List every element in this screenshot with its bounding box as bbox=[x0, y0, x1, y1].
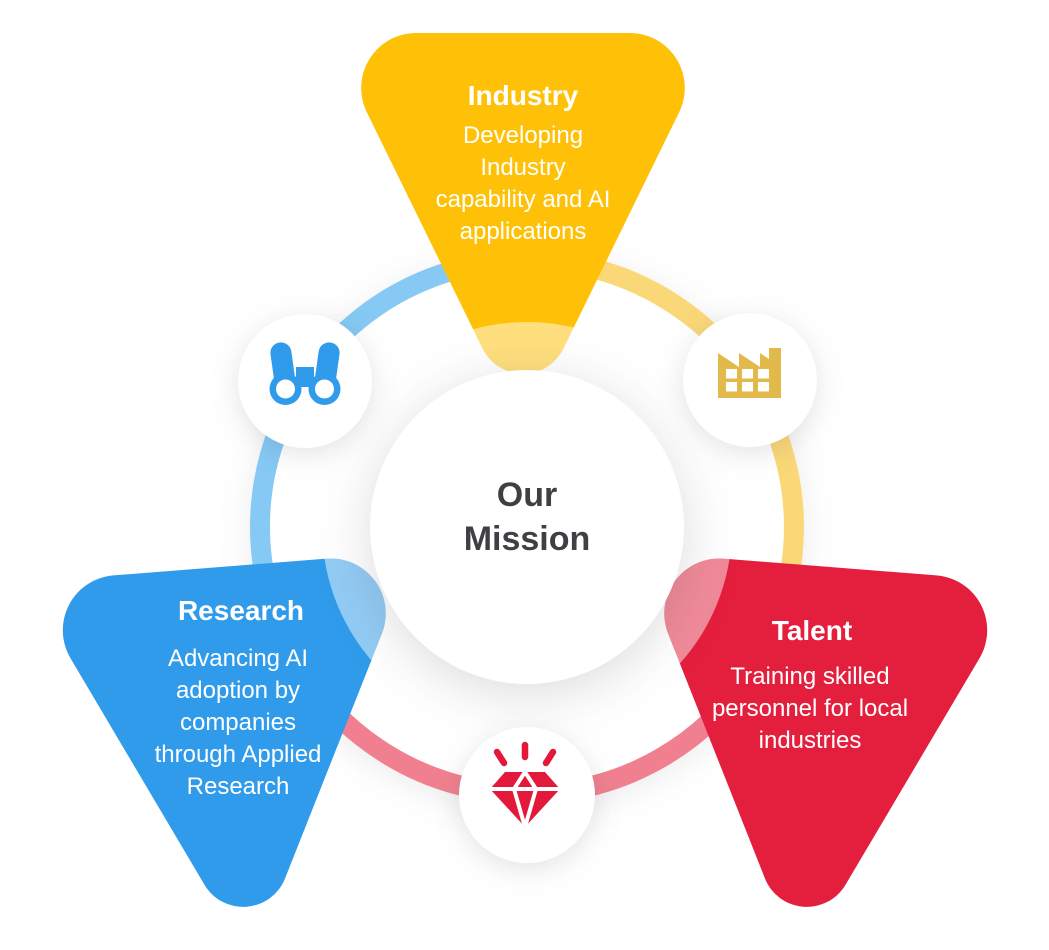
research-body-line: through Applied bbox=[154, 741, 322, 768]
talent-triangle bbox=[664, 558, 988, 907]
talent-body-line: Training skilled bbox=[730, 663, 890, 690]
industry-body: Developing Industry capability and AI ap… bbox=[373, 120, 673, 248]
industry-body-line: applications bbox=[459, 218, 587, 245]
center-mission-text: Our Mission bbox=[377, 473, 677, 561]
research-triangle bbox=[62, 558, 386, 907]
industry-triangle bbox=[361, 33, 685, 374]
talent-icon-badge bbox=[459, 727, 595, 863]
industry-body-line: Developing bbox=[462, 122, 584, 149]
industry-body-line: capability and AI bbox=[435, 186, 611, 213]
research-title: Research bbox=[177, 595, 305, 626]
industry-icon-badge bbox=[683, 313, 817, 447]
talent-title: Talent bbox=[771, 615, 853, 646]
mission-line: Our bbox=[496, 476, 558, 514]
research-body-line: Research bbox=[186, 773, 290, 800]
talent-body-line: industries bbox=[758, 727, 862, 754]
center-circle bbox=[370, 370, 684, 684]
industry-body-line: Industry bbox=[480, 154, 566, 181]
industry-title: Industry bbox=[467, 80, 579, 111]
diamond-icon bbox=[490, 741, 560, 835]
research-icon-badge bbox=[238, 314, 372, 448]
research-body: Advancing AI adoption by companies throu… bbox=[88, 643, 388, 803]
binoculars-icon bbox=[269, 342, 341, 405]
research-body-line: adoption by bbox=[175, 677, 301, 704]
research-body-line: companies bbox=[179, 709, 297, 736]
talent-body-line: personnel for local bbox=[711, 695, 909, 722]
factory-icon bbox=[718, 348, 781, 398]
research-body-line: Advancing AI bbox=[167, 645, 309, 672]
mission-line: Mission bbox=[463, 520, 591, 558]
talent-body: Training skilled personnel for local ind… bbox=[660, 661, 960, 757]
